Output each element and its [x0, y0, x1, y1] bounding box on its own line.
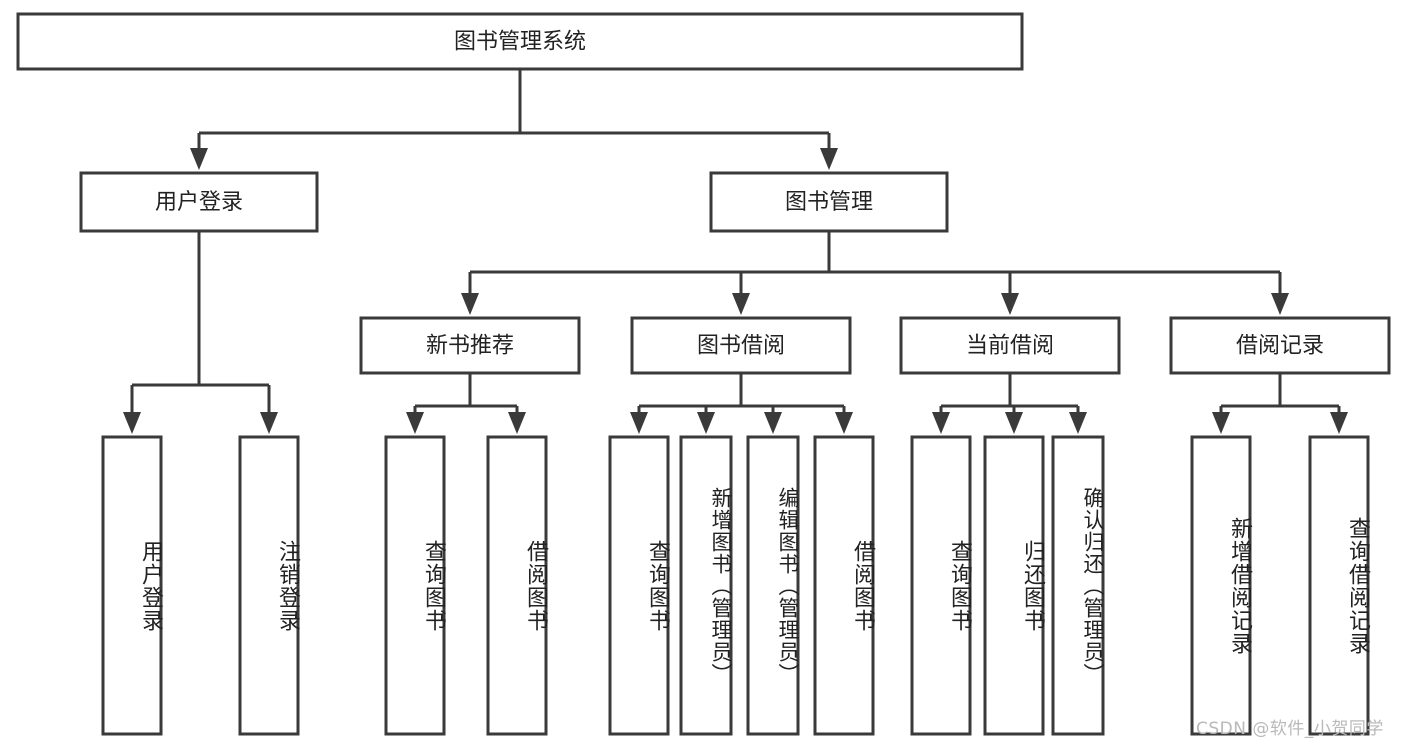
node-box-l1-book-manage[interactable] [709, 171, 949, 233]
node-box-leaf-confirm-return-admin[interactable] [1051, 435, 1105, 736]
node-box-l2-book-borrow[interactable] [630, 316, 852, 375]
node-box-leaf-query-borrow-record[interactable] [1308, 435, 1370, 736]
arrow-to-leaf-query-book-borrow [630, 412, 648, 434]
node-box-leaf-add-book-admin[interactable] [679, 435, 733, 736]
node-box-l2-borrow-record[interactable] [1169, 316, 1391, 375]
arrow-to-leaf-query-book-current [932, 412, 950, 434]
node-label-l2-borrow-record: 借阅记录 [1236, 334, 1324, 359]
node-box-leaf-add-borrow-record[interactable] [1190, 435, 1252, 736]
csdn-watermark: CSDN @软件_小贺同学 [1196, 719, 1384, 739]
arrow-to-leaf-confirm-return [1069, 412, 1087, 434]
node-box-leaf-borrow-book-borrow[interactable] [813, 435, 875, 736]
node-label-root: 图书管理系统 [454, 30, 586, 55]
node-box-leaf-return-book[interactable] [983, 435, 1045, 736]
node-label-l2-new-book-rec: 新书推荐 [426, 334, 514, 359]
node-box-leaf-query-book-current[interactable] [910, 435, 972, 736]
node-label-l2-book-borrow: 图书借阅 [697, 334, 785, 359]
node-box-l1-user-login[interactable] [79, 171, 319, 233]
arrow-to-leaf-edit-book-admin [764, 412, 782, 434]
node-box-layer [16, 12, 1391, 736]
arrow-to-current-borrow [1001, 293, 1019, 315]
node-box-l2-current-borrow[interactable] [899, 316, 1121, 375]
arrow-head-layer [123, 148, 1348, 434]
arrow-to-book-borrow [732, 293, 750, 315]
arrow-to-user-login [190, 148, 208, 170]
node-box-leaf-user-logout[interactable] [238, 435, 300, 736]
arrow-to-new-book-rec [461, 293, 479, 315]
node-label-l2-current-borrow: 当前借阅 [966, 334, 1054, 359]
node-box-leaf-borrow-book-rec[interactable] [486, 435, 548, 736]
arrow-to-leaf-query-borrow-record [1330, 412, 1348, 434]
node-box-leaf-query-book-borrow[interactable] [608, 435, 670, 736]
arrow-to-leaf-user-login [123, 412, 141, 434]
node-box-l2-new-book-rec[interactable] [359, 316, 581, 375]
node-label-l1-book-manage: 图书管理 [785, 190, 873, 215]
arrow-to-leaf-borrow-book-rec [508, 412, 526, 434]
node-label-l1-user-login: 用户登录 [155, 190, 243, 215]
arrow-to-leaf-borrow-book-borrow [835, 412, 853, 434]
arrow-to-leaf-return-book [1005, 412, 1023, 434]
node-box-leaf-edit-book-admin[interactable] [746, 435, 800, 736]
arrow-to-leaf-user-logout [260, 412, 278, 434]
node-box-leaf-query-book-rec[interactable] [384, 435, 446, 736]
node-box-leaf-user-login[interactable] [101, 435, 163, 736]
arrow-to-leaf-add-borrow-record [1212, 412, 1230, 434]
arrow-to-book-manage [820, 148, 838, 170]
arrow-to-leaf-add-book-admin [697, 412, 715, 434]
arrow-to-borrow-record [1271, 293, 1289, 315]
arrow-to-leaf-query-book-rec [406, 412, 424, 434]
node-box-root[interactable] [16, 12, 1024, 71]
